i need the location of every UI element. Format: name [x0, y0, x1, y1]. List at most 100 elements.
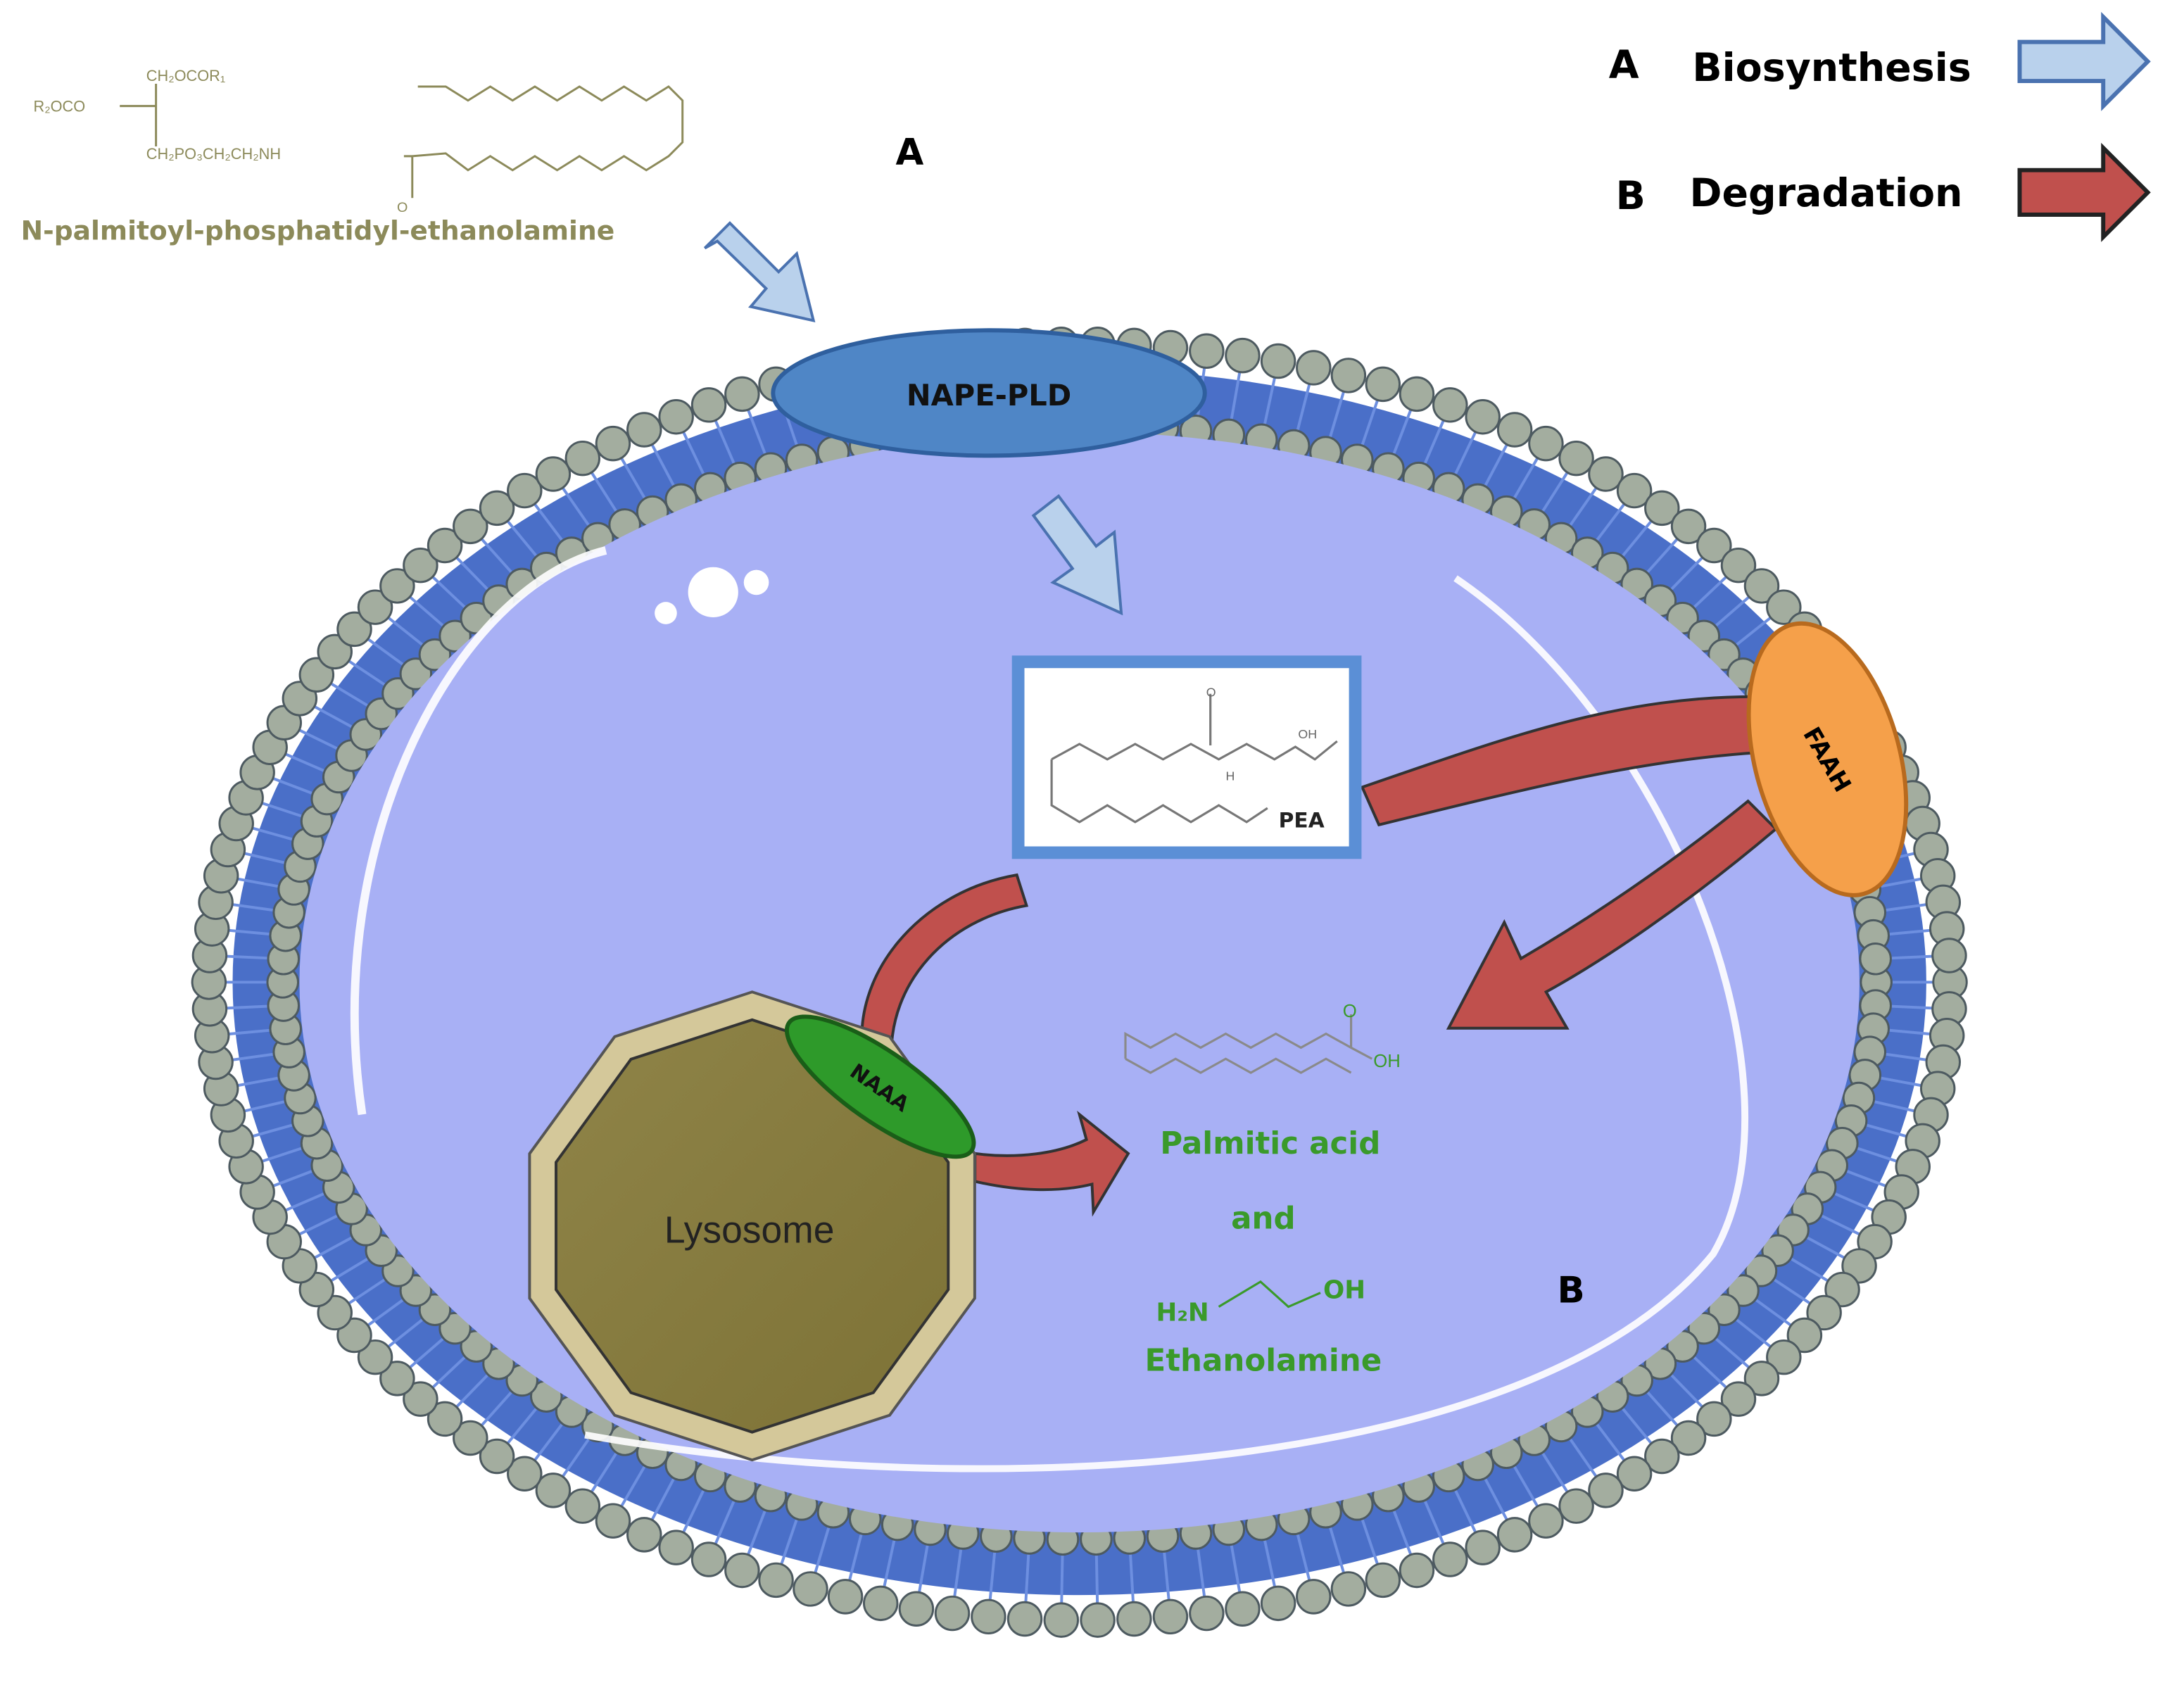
lipid-head: [1260, 1585, 1296, 1622]
lipid-head: [438, 619, 472, 652]
lipid-head: [1225, 1591, 1261, 1627]
lipid-head: [403, 1381, 438, 1417]
biosynthesis-arrow-2: [1031, 493, 1123, 616]
lipid-head: [1558, 1488, 1594, 1524]
lipid-head: [898, 1591, 935, 1627]
lipid-head: [1588, 456, 1624, 492]
highlight-left: [350, 546, 607, 1116]
lipid-head: [690, 1541, 727, 1577]
lipid-head: [1330, 1571, 1367, 1607]
lipid-head: [827, 1579, 864, 1615]
lipid-head: [453, 508, 488, 545]
lipid-head: [317, 1294, 353, 1331]
lipid-head: [1152, 1598, 1189, 1635]
pea-oxygen: O: [1206, 686, 1216, 700]
lipid-head: [357, 1339, 393, 1375]
lipid-head: [336, 611, 372, 648]
lipid-head: [1080, 1602, 1116, 1638]
lipid-head: [1708, 1293, 1741, 1326]
nape-left-group: R₂OCO: [33, 98, 85, 115]
lipid-head: [1616, 472, 1653, 509]
biosynthesis-arrow-icon: [2017, 11, 2151, 111]
lipid-head: [1824, 1271, 1860, 1308]
biosynthesis-arrow-1: [703, 221, 816, 323]
lipid-head: [1260, 343, 1296, 379]
lipid-head: [1189, 1595, 1225, 1632]
lipid-head: [317, 633, 353, 670]
lipid-head: [1806, 1294, 1842, 1331]
lipid-head: [1189, 333, 1225, 370]
naaa-to-products-arrow: [973, 1111, 1130, 1217]
lipid-head: [1225, 337, 1261, 374]
faah-enzyme: FAAH: [1746, 621, 1909, 897]
legend: A Biosynthesis B Degradation: [1609, 11, 2151, 242]
naaa-enzyme: NAAA: [784, 1014, 976, 1159]
lipid-head: [357, 589, 393, 625]
lipid-head: [507, 1456, 543, 1492]
palmitic-oh: OH: [1373, 1052, 1401, 1071]
lipid-head: [934, 1595, 971, 1632]
palmitic-o: O: [1343, 1002, 1357, 1021]
ethanolamine-oh: OH: [1323, 1276, 1365, 1305]
lipid-head: [724, 376, 760, 412]
lysosome-label: Lysosome: [664, 1209, 835, 1251]
lipid-head: [1670, 1420, 1707, 1456]
nape-bottom-group: CH₂PO₃CH₂CH₂NH: [146, 145, 281, 163]
lipid-head: [1465, 398, 1501, 435]
lipid-head: [403, 547, 438, 584]
lipid-head: [658, 398, 694, 435]
lipid-head: [1365, 366, 1401, 403]
lipid-head: [1330, 358, 1367, 393]
nape-pld-label: NAPE-PLD: [907, 378, 1071, 412]
lipid-head: [1116, 1601, 1152, 1637]
lipid-head: [1006, 1601, 1043, 1637]
lipid-head: [1432, 1541, 1468, 1577]
nape-name: N-palmitoyl-phosphatidyl-ethanolamine: [21, 215, 615, 246]
lipid-head: [379, 568, 415, 604]
lipid-head: [453, 1420, 488, 1456]
lipid-head: [427, 1401, 463, 1437]
lipid-head: [758, 1562, 794, 1598]
lipid-head: [479, 490, 515, 526]
lipid-head: [336, 1317, 372, 1354]
pea-oh: OH: [1298, 727, 1317, 741]
lipid-head: [595, 425, 631, 462]
lipid-head: [1696, 527, 1732, 564]
lipid-head: [535, 456, 572, 492]
nape-pld-enzyme: [771, 328, 1207, 458]
label-b: B: [1557, 1270, 1584, 1312]
legend-a-label: Biosynthesis: [1692, 46, 1971, 91]
lipid-head: [479, 1438, 515, 1475]
lipid-head: [1528, 425, 1564, 462]
lipid-head: [1696, 1401, 1732, 1437]
products: O OH Palmitic acid and H₂N OH Ethanolami…: [1124, 1002, 1401, 1379]
lipid-head: [1528, 1503, 1564, 1539]
highlight-right: [584, 575, 1749, 1473]
and-label: and: [1231, 1202, 1296, 1237]
lipid-head: [427, 527, 463, 564]
lipid-head: [595, 1503, 631, 1539]
ethanolamine-h2n: H₂N: [1156, 1298, 1209, 1327]
palmitic-acid-label: Palmitic acid: [1160, 1126, 1380, 1161]
lipid-head: [438, 1311, 472, 1345]
lipid-head: [379, 1361, 415, 1396]
lipid-head: [793, 1571, 828, 1607]
pea-box: O H OH PEA: [1011, 655, 1362, 859]
nape-bonds: [120, 84, 684, 198]
ethanolamine-label: Ethanolamine: [1145, 1344, 1382, 1379]
vesicle-bubble: [688, 567, 738, 617]
lipid-head: [1766, 589, 1802, 625]
nape-top-group: CH₂OCOR₁: [146, 67, 225, 84]
pea-structure-bonds: [1050, 693, 1338, 824]
lipid-head: [1743, 1361, 1780, 1396]
lipid-head: [1496, 412, 1533, 448]
lipid-head: [1644, 490, 1680, 526]
lipid-head: [1399, 1552, 1435, 1589]
lipid-head: [1720, 1381, 1757, 1417]
lipid-head: [1588, 1473, 1624, 1508]
lipid-head: [724, 1552, 760, 1589]
lipid-head: [1296, 350, 1332, 386]
lipid-head: [1465, 1530, 1501, 1565]
lipid-head: [626, 412, 662, 448]
